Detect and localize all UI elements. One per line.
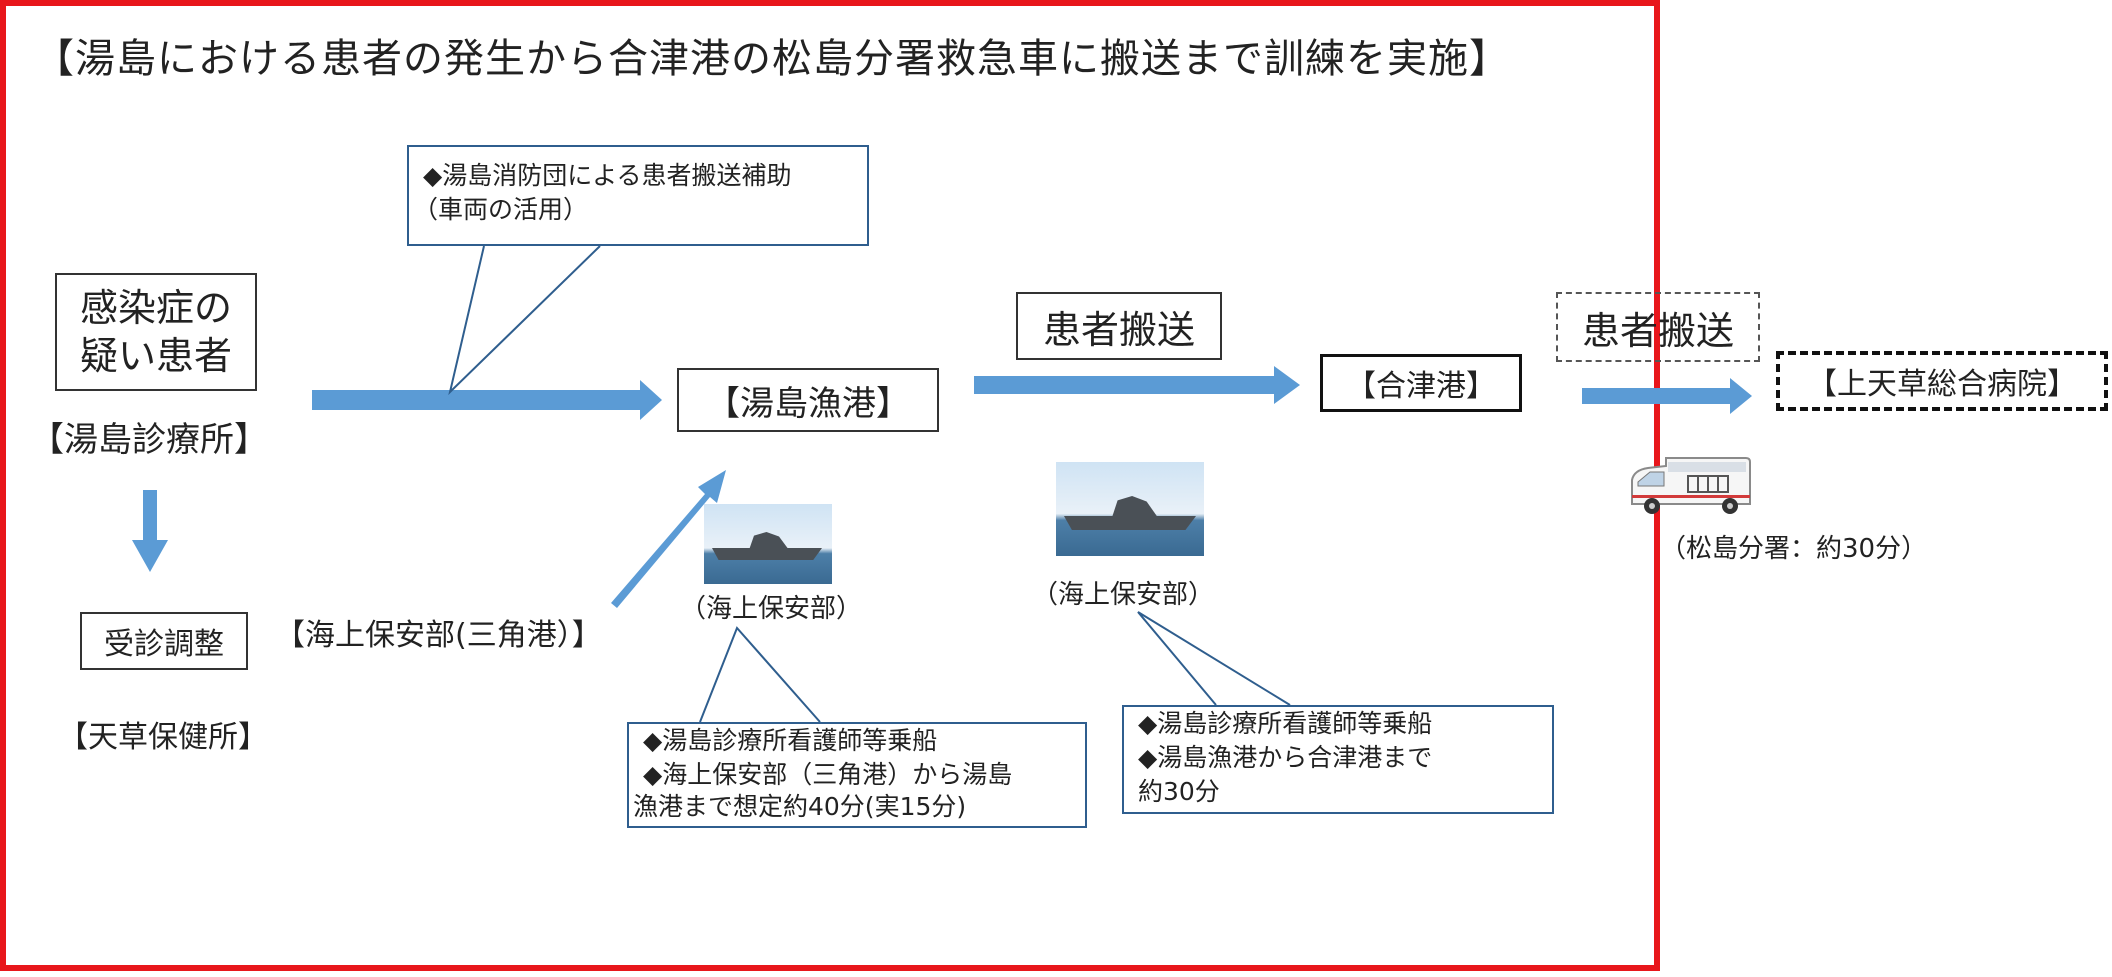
callout-ship1-note: ◆湯島診療所看護師等乗船 ◆海上保安部（三角港）から湯島 漁港まで想定約40分(… bbox=[627, 722, 1087, 828]
coast-guard-origin-label: 【海上保安部(三角港）】 bbox=[275, 618, 602, 653]
yushima-port-box: 【湯島漁港】 bbox=[677, 368, 939, 432]
callout-tail-ship2 bbox=[1137, 611, 1291, 706]
callout-ship1-line1: ◆湯島診療所看護師等乗船 bbox=[643, 726, 938, 755]
arrow-to-hospital bbox=[1582, 378, 1752, 414]
ambulance-icon bbox=[1631, 457, 1751, 514]
arrow-to-yushima-port bbox=[312, 380, 662, 420]
callout-ship2-note: ◆湯島診療所看護師等乗船 ◆湯島漁港から合津港まで 約30分 bbox=[1122, 705, 1554, 814]
callout-ship2-line2: ◆湯島漁港から合津港まで bbox=[1138, 743, 1433, 772]
callout-tail-ship1 bbox=[699, 626, 821, 723]
arrow-coast-guard-to-port bbox=[611, 470, 726, 608]
health-center-label: 【天草保健所】 bbox=[58, 720, 268, 755]
page-title: 【湯島における患者の発生から合津港の松島分署救急車に搬送まで訓練を実施】 bbox=[34, 36, 1510, 82]
patient-box: 感染症の 疑い患者 bbox=[55, 273, 257, 391]
callout-fire-brigade-line2: （車両の活用） bbox=[413, 195, 589, 224]
clinic-label: 【湯島診療所】 bbox=[30, 420, 268, 460]
callout-ship1-line3: 漁港まで想定約40分(実15分) bbox=[633, 792, 967, 821]
aitsu-port-box: 【合津港】 bbox=[1320, 354, 1522, 412]
ship1-caption: （海上保安部） bbox=[680, 594, 863, 624]
transport-label-1: 患者搬送 bbox=[1016, 292, 1222, 360]
callout-ship1-line2: ◆海上保安部（三角港）から湯島 bbox=[643, 760, 1013, 789]
coast-guard-ship-photo-1 bbox=[704, 504, 832, 584]
arrow-down-to-exam-adjust bbox=[132, 490, 168, 572]
callout-fire-brigade-line1: ◆湯島消防団による患者搬送補助 bbox=[423, 161, 792, 190]
ship2-caption: （海上保安部） bbox=[1032, 580, 1215, 610]
transport-label-2: 患者搬送 bbox=[1556, 292, 1760, 362]
callout-fire-brigade: ◆湯島消防団による患者搬送補助 （車両の活用） bbox=[407, 145, 869, 246]
callout-ship2-line1: ◆湯島診療所看護師等乗船 bbox=[1138, 709, 1433, 738]
hospital-box: 【上天草総合病院】 bbox=[1776, 351, 2108, 411]
callout-tail-fire-brigade bbox=[448, 245, 601, 396]
exam-adjust-box: 受診調整 bbox=[80, 612, 248, 670]
ambulance-caption: （松島分署：約30分） bbox=[1660, 534, 1928, 564]
coast-guard-ship-photo-2 bbox=[1056, 462, 1204, 556]
arrow-to-aitsu-port bbox=[974, 366, 1300, 404]
callout-ship2-line3: 約30分 bbox=[1138, 777, 1220, 806]
